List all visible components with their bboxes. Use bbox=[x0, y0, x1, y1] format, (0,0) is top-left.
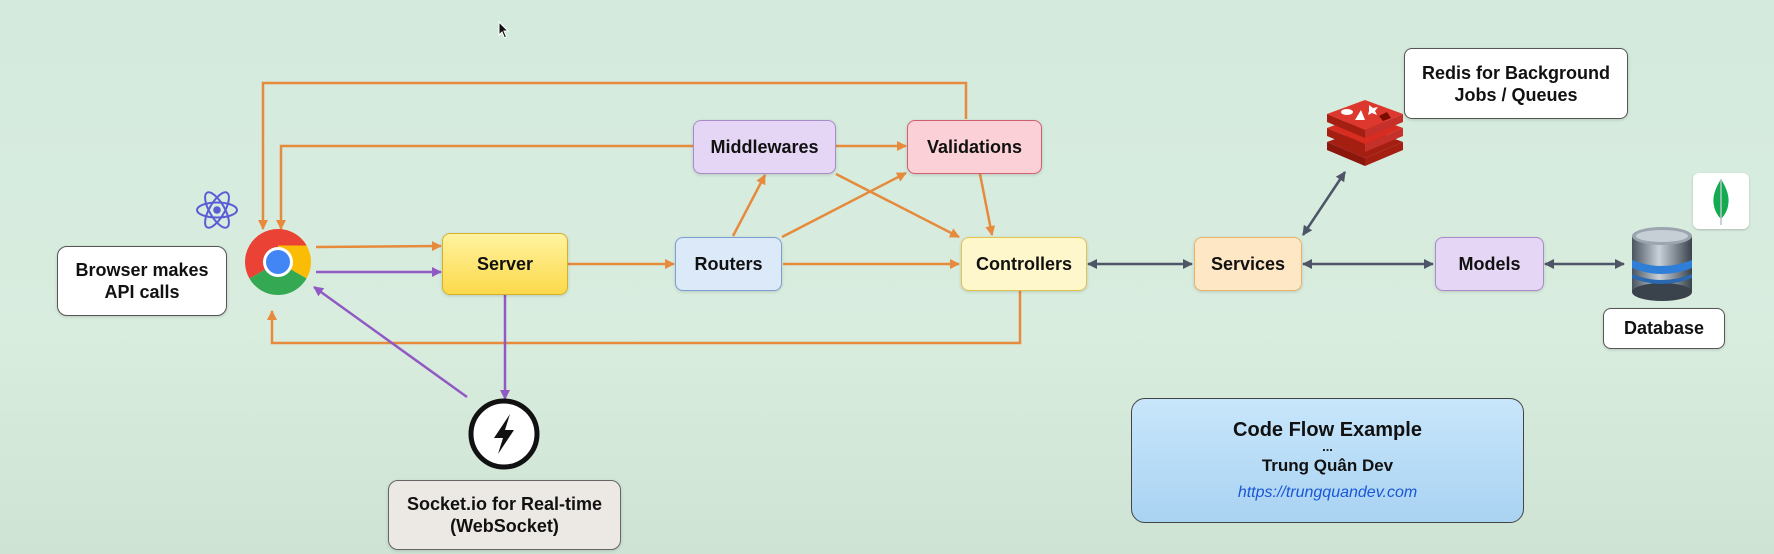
socket-node: Socket.io for Real-time (WebSocket) bbox=[388, 480, 621, 550]
socketio-icon bbox=[468, 398, 540, 470]
arrow-middlewares-to-browser bbox=[276, 144, 693, 230]
routers-node: Routers bbox=[675, 237, 782, 291]
code-flow-panel: Code Flow Example ... Trung Quân Dev htt… bbox=[1131, 398, 1524, 523]
arrow-validations-to-browser bbox=[258, 81, 968, 230]
redis-node: Redis for Background Jobs / Queues bbox=[1404, 48, 1628, 119]
arrow-services-redis bbox=[1301, 171, 1347, 236]
panel-author: Trung Quân Dev bbox=[1261, 456, 1394, 475]
arrow-routers-to-validations bbox=[781, 171, 907, 239]
panel-url-link[interactable]: https://trungquandev.com bbox=[1237, 484, 1418, 501]
arrow-validations-to-controllers bbox=[978, 173, 996, 236]
controllers-node: Controllers bbox=[961, 237, 1087, 291]
services-node: Services bbox=[1194, 237, 1302, 291]
validations-node: Validations bbox=[907, 120, 1042, 174]
models-node: Models bbox=[1435, 237, 1544, 291]
panel-title: Code Flow Example bbox=[1233, 419, 1422, 441]
arrow-controllers-to-browser bbox=[267, 291, 1022, 345]
arrow-socket-to-browser bbox=[313, 285, 468, 399]
panel-dots: ... bbox=[1322, 439, 1333, 454]
chrome-icon bbox=[244, 229, 312, 296]
database-node: Database bbox=[1603, 308, 1725, 349]
arrow-browser-to-server-orange bbox=[315, 241, 442, 252]
middlewares-node: Middlewares bbox=[693, 120, 836, 174]
react-icon bbox=[196, 191, 238, 229]
cursor-icon bbox=[498, 21, 510, 39]
redis-icon bbox=[1327, 100, 1403, 166]
arrow-middlewares-to-controllers bbox=[835, 172, 960, 239]
mongodb-icon bbox=[1693, 173, 1749, 229]
browser-node: Browser makes API calls bbox=[57, 246, 227, 316]
server-node: Server bbox=[442, 233, 568, 295]
database-icon bbox=[1632, 227, 1692, 301]
arrow-routers-to-middlewares bbox=[731, 174, 767, 237]
